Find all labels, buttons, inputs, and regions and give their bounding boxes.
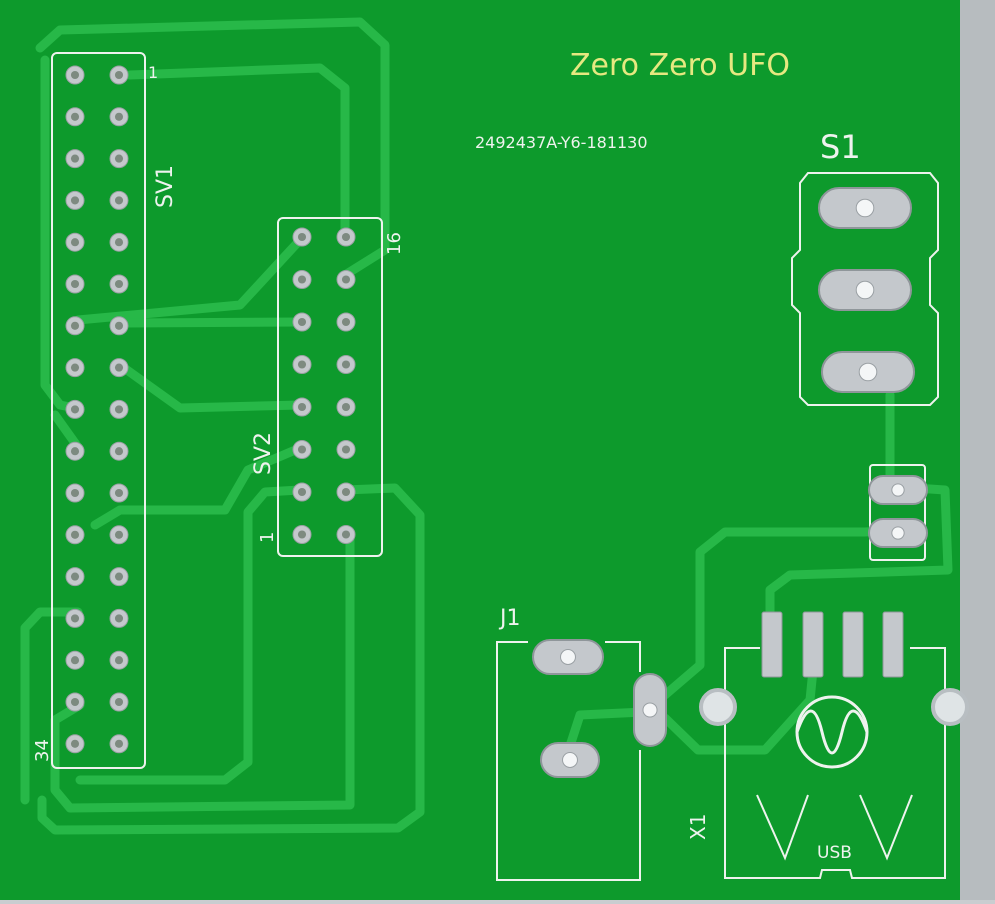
s1-pad-hole xyxy=(858,362,878,382)
sv1-pad-hole xyxy=(114,363,124,372)
s1-pad-hole xyxy=(855,198,875,218)
label-sv2-pin16: 16 xyxy=(384,232,405,255)
sv1-pad-hole xyxy=(70,238,80,247)
sv1-pad-hole xyxy=(70,321,80,330)
sv1-pad-hole xyxy=(114,112,124,121)
label-sv2: SV2 xyxy=(251,432,276,475)
silkscreen-outlines xyxy=(51,52,946,881)
sv1-outline xyxy=(51,52,146,769)
j1-pad-hole xyxy=(562,752,578,768)
sv2-pad-hole xyxy=(341,445,351,454)
j1-outline xyxy=(496,641,641,881)
sv1-pad-hole xyxy=(70,154,80,163)
sv1-pad-hole xyxy=(70,447,80,456)
led-outline xyxy=(869,464,926,561)
j1-pad-hole xyxy=(560,649,576,665)
led-pad-hole xyxy=(891,483,905,497)
sv2-pad-hole xyxy=(297,445,307,454)
sv1-pad-hole xyxy=(70,196,80,205)
sv1-pad-hole xyxy=(70,363,80,372)
sv1-pad-hole xyxy=(114,488,124,498)
sv1-pad-hole xyxy=(114,447,124,456)
usb-contact xyxy=(802,611,824,678)
s1-outline xyxy=(791,172,939,406)
sv1-pad-hole xyxy=(70,697,80,707)
pcb-board xyxy=(0,0,975,900)
sv1-pad-hole xyxy=(114,572,124,581)
sv2-pad-hole xyxy=(297,530,307,539)
label-x1: X1 xyxy=(686,814,710,840)
sv2-pad-hole xyxy=(297,275,307,284)
sv2-pad-hole xyxy=(341,530,351,539)
sv1-pad-hole xyxy=(70,112,80,121)
sv2-pad-hole xyxy=(297,360,307,369)
board-code: 2492437A-Y6-181130 xyxy=(475,133,648,152)
sv2-pad-hole xyxy=(341,232,351,242)
sv2-pad-hole xyxy=(341,317,351,327)
sv1-pad-hole xyxy=(114,154,124,163)
sv1-pad-hole xyxy=(114,279,124,289)
sv1-pad-hole xyxy=(114,656,124,665)
usb-outline xyxy=(724,647,946,879)
usb-clip-left xyxy=(756,794,809,861)
sv2-pad-hole xyxy=(341,402,351,412)
sv1-pad-hole xyxy=(70,279,80,289)
sv1-pad-hole xyxy=(70,572,80,581)
sv1-pad-hole xyxy=(114,405,124,414)
label-usb: USB xyxy=(817,843,852,863)
sv2-pad-hole xyxy=(341,275,351,284)
usb-mount-hole xyxy=(931,688,969,726)
label-sv1-pin34: 34 xyxy=(32,739,53,762)
board-title: Zero Zero UFO xyxy=(570,48,790,83)
sv2-pad-hole xyxy=(297,232,307,242)
sv2-outline xyxy=(277,217,383,557)
sv1-pad-hole xyxy=(70,656,80,665)
label-j1: J1 xyxy=(498,606,521,631)
sv1-pad-hole xyxy=(114,697,124,707)
led-pad-hole xyxy=(891,526,905,540)
sv1-pad-hole xyxy=(114,614,124,623)
sv1-pad-hole xyxy=(114,238,124,247)
sv2-pad-hole xyxy=(297,402,307,412)
usb-clip-right xyxy=(859,794,913,861)
sv1-pad-hole xyxy=(114,530,124,539)
usb-contact xyxy=(882,611,904,678)
s1-pad-hole xyxy=(855,280,875,300)
sv1-pad-hole xyxy=(70,405,80,414)
sv1-pad-hole xyxy=(70,70,80,80)
j1-pad-hole xyxy=(642,702,658,718)
sv1-pad-hole xyxy=(70,530,80,539)
sv1-pad-hole xyxy=(70,739,80,748)
component-pads xyxy=(65,65,969,778)
usb-mount-hole xyxy=(699,688,737,726)
sv2-pad-hole xyxy=(297,487,307,497)
label-sv1-pin1: 1 xyxy=(148,63,158,82)
sv2-pad-hole xyxy=(341,487,351,497)
label-sv1: SV1 xyxy=(153,165,178,208)
sv2-pad-hole xyxy=(297,317,307,327)
label-sv2-pin1: 1 xyxy=(257,532,278,543)
sv1-pad-hole xyxy=(70,488,80,498)
sv1-pad-hole xyxy=(114,739,124,748)
label-s1: S1 xyxy=(820,128,861,166)
copper-traces xyxy=(20,17,953,835)
sv2-pad-hole xyxy=(341,360,351,369)
sv1-pad-hole xyxy=(114,321,124,330)
usb-contact xyxy=(842,611,864,678)
sine-wave-logo-icon xyxy=(795,695,869,769)
sv1-pad-hole xyxy=(70,614,80,623)
sv1-pad-hole xyxy=(114,196,124,205)
sv1-pad-hole xyxy=(114,70,124,80)
usb-contact xyxy=(761,611,783,678)
